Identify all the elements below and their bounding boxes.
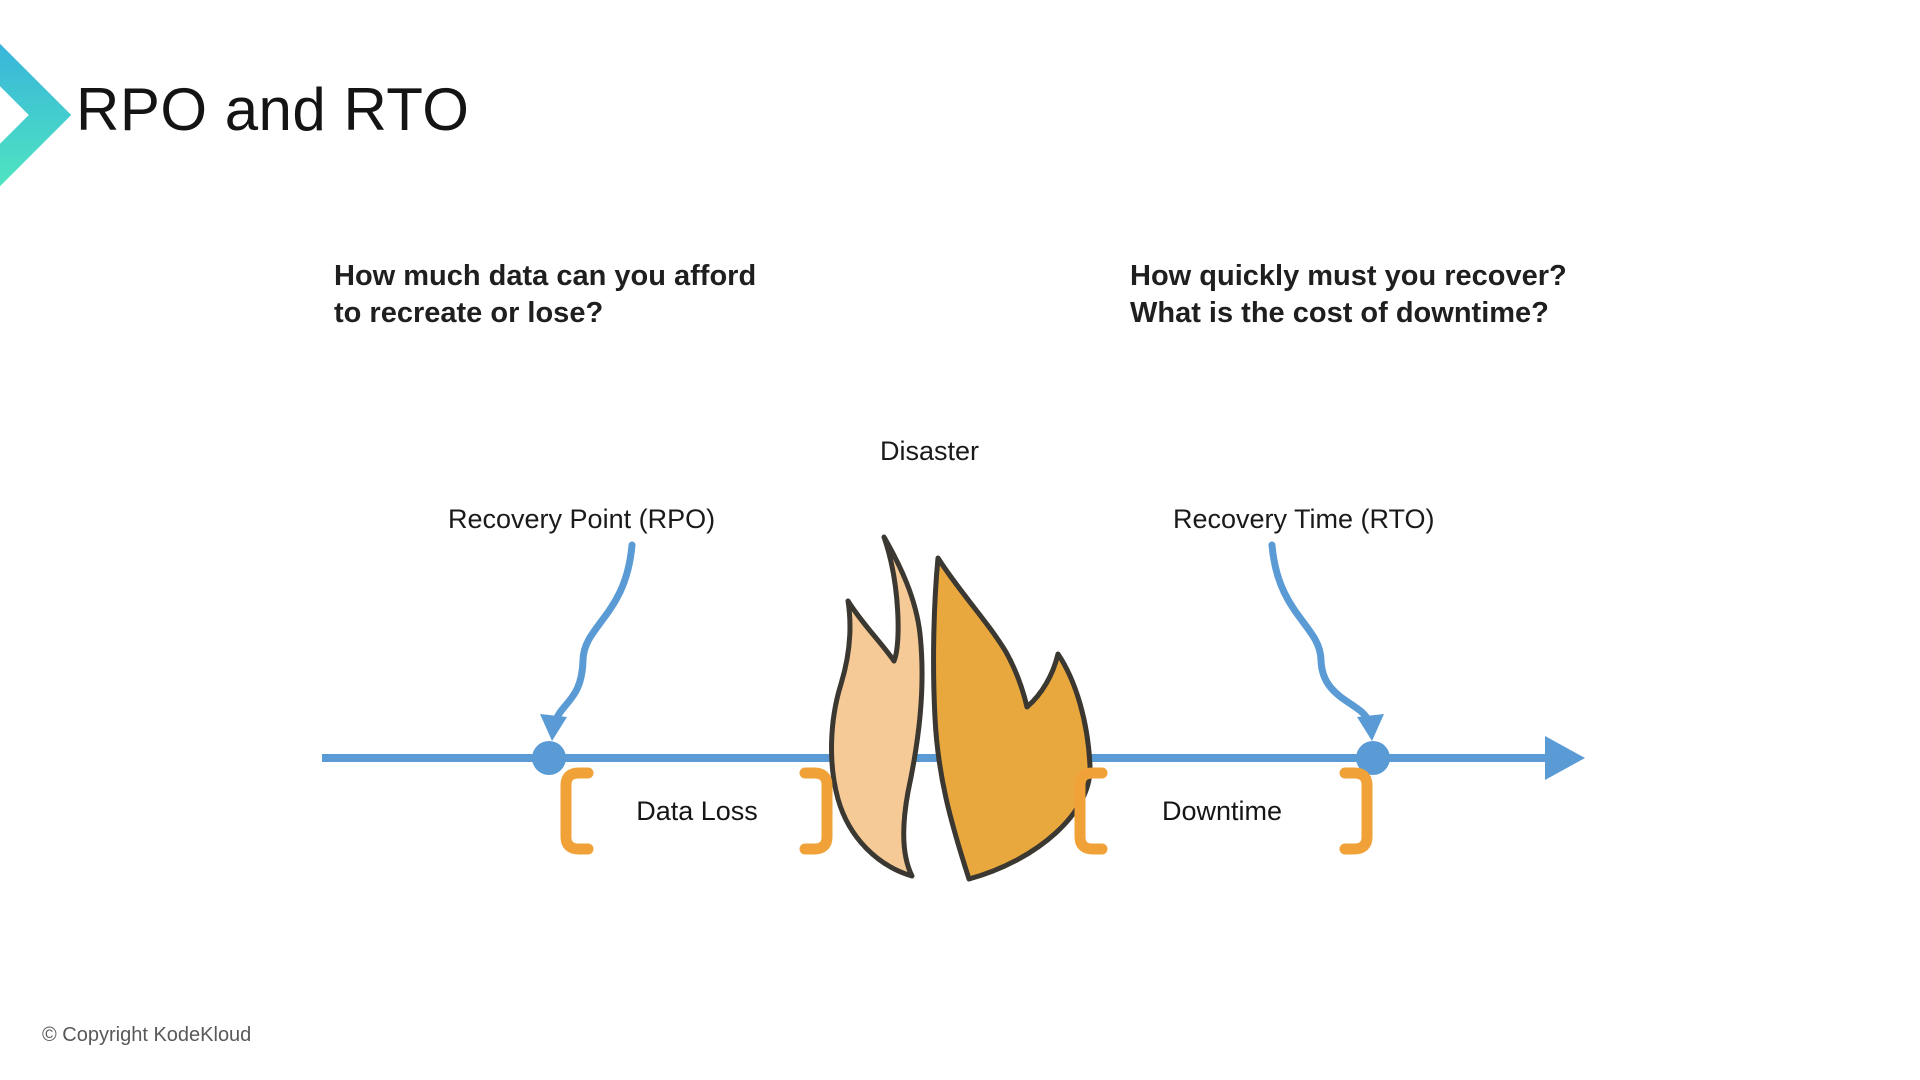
data-loss-label: Data Loss	[636, 796, 758, 826]
page-title: RPO and RTO	[76, 76, 470, 143]
recovery-time-rto-label: Recovery Time (RTO)	[1173, 504, 1435, 534]
flame-left-tongue	[829, 534, 925, 879]
question-left-line1: How much data can you afford	[334, 260, 757, 292]
recovery-point-rpo-label: Recovery Point (RPO)	[448, 504, 716, 534]
timeline-arrowhead-icon	[1545, 736, 1585, 780]
flame-icon	[829, 534, 1093, 882]
question-left: How much data can you afford to recreate…	[334, 258, 756, 332]
rpo-curved-pointer-arrow-icon	[551, 541, 636, 726]
copyright-footer: © Copyright KodeKloud	[42, 1024, 252, 1046]
rpo-arrowhead-icon	[540, 714, 567, 741]
disaster-label: Disaster	[880, 436, 980, 466]
question-right-line2: What is the cost of downtime?	[1130, 297, 1549, 329]
question-right-line1: How quickly must you recover?	[1130, 260, 1567, 292]
question-left-line2: to recreate or lose?	[334, 297, 604, 329]
rto-point	[1356, 741, 1390, 775]
rto-curved-pointer-arrow-icon	[1268, 541, 1373, 726]
chevron-shape	[0, 43, 72, 187]
rpo-point	[532, 741, 566, 775]
kodekloud-chevron-icon	[0, 43, 72, 187]
flame-right-tongue	[931, 555, 1093, 882]
downtime-label: Downtime	[1161, 796, 1283, 826]
question-right: How quickly must you recover? What is th…	[1130, 258, 1567, 332]
rto-arrowhead-icon	[1357, 714, 1384, 741]
